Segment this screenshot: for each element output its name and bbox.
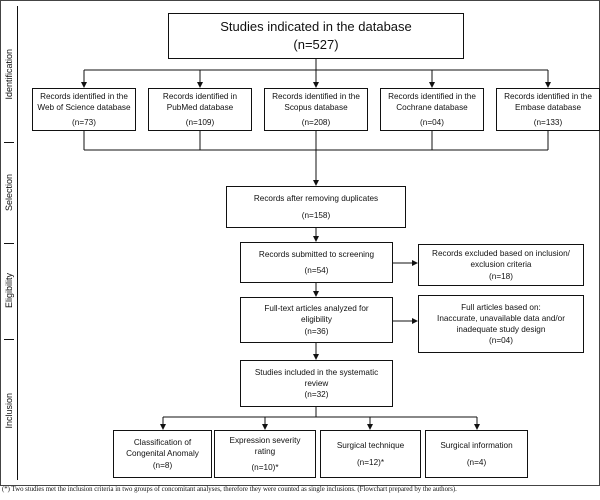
included-count: (n=32) [304,390,329,400]
category-line: Surgical information [440,441,513,451]
category-line: Classification of [133,438,192,448]
database-count: (n=208) [301,117,331,127]
duplicates-box: Records after removing duplicates (n=158… [226,186,406,228]
database-line: Records identified in the [504,92,592,101]
category-box: Classification of Congenital Anomaly (n=… [113,430,212,478]
included-line: review [304,378,329,388]
full-articles-line: Inaccurate, unavailable data and/or [437,313,565,323]
database-count: (n=04) [420,117,444,127]
full-articles-line: inadequate study design [456,325,546,334]
fulltext-box: Full-text articles analyzed for eligibil… [240,297,393,343]
category-box: Surgical technique (n=12)* [320,430,421,478]
category-box: Expression severity rating (n=10)* [214,430,316,478]
stage-separator [4,243,14,244]
database-count: (n=133) [533,117,563,127]
excluded-count: (n=18) [489,271,513,281]
category-count: (n=12)* [356,457,385,467]
database-box: Records identified in PubMed database (n… [148,88,252,131]
top-box: Studies indicated in the database (n=527… [168,13,464,59]
duplicates-label: Records after removing duplicates [253,194,379,204]
database-line: Scopus database [284,103,348,113]
fulltext-line: eligibility [301,315,332,325]
database-line: Embase database [515,103,581,113]
duplicates-count: (n=158) [301,210,331,220]
excluded-line: exclusion criteria [470,260,532,270]
stage-rule [17,6,18,480]
database-line: PubMed database [166,103,234,113]
category-count: (n=4) [466,457,487,467]
excluded-line: Records excluded based on inclusion/ [432,249,570,259]
category-line: Congenital Anomaly [126,449,199,459]
database-box: Records identified in the Embase databas… [496,88,600,131]
full-articles-line: Full articles based on: [461,302,541,312]
category-line: Surgical technique [336,441,405,451]
database-box: Records identified in the Cochrane datab… [380,88,484,131]
category-count: (n=8) [152,460,173,470]
database-line: Records identified in the [40,92,128,101]
screening-label: Records submitted to screening [258,249,375,259]
database-count: (n=109) [185,117,215,127]
footnote: (*) Two studies met the inclusion criter… [2,486,457,493]
database-box: Records identified in the Scopus databas… [264,88,368,131]
database-line: Records identified in [162,92,238,101]
full-articles-count: (n=04) [489,336,513,346]
screening-box: Records submitted to screening (n=54) [240,242,393,283]
fulltext-count: (n=36) [304,326,329,336]
full-articles-box: Full articles based on: Inaccurate, unav… [418,295,584,353]
database-line: Web of Science database [37,103,131,113]
database-line: Records identified in the [272,92,360,101]
category-box: Surgical information (n=4) [425,430,528,478]
fulltext-line: Full-text articles analyzed for [264,304,369,314]
included-line: Studies included in the systematic [254,367,379,377]
category-line: Expression severity rating [229,435,301,456]
database-box: Records identified in the Web of Science… [32,88,136,131]
screening-count: (n=54) [304,266,329,275]
category-count: (n=10)* [251,463,279,473]
stage-separator [4,142,14,143]
database-count: (n=73) [72,117,96,127]
stage-separator [4,339,14,340]
database-line: Cochrane database [396,103,468,113]
included-box: Studies included in the systematic revie… [240,360,393,407]
excluded-box: Records excluded based on inclusion/ exc… [418,244,584,286]
top-count: (n=527) [293,37,339,52]
top-title: Studies indicated in the database [220,19,412,35]
database-line: Records identified in the [388,92,476,101]
